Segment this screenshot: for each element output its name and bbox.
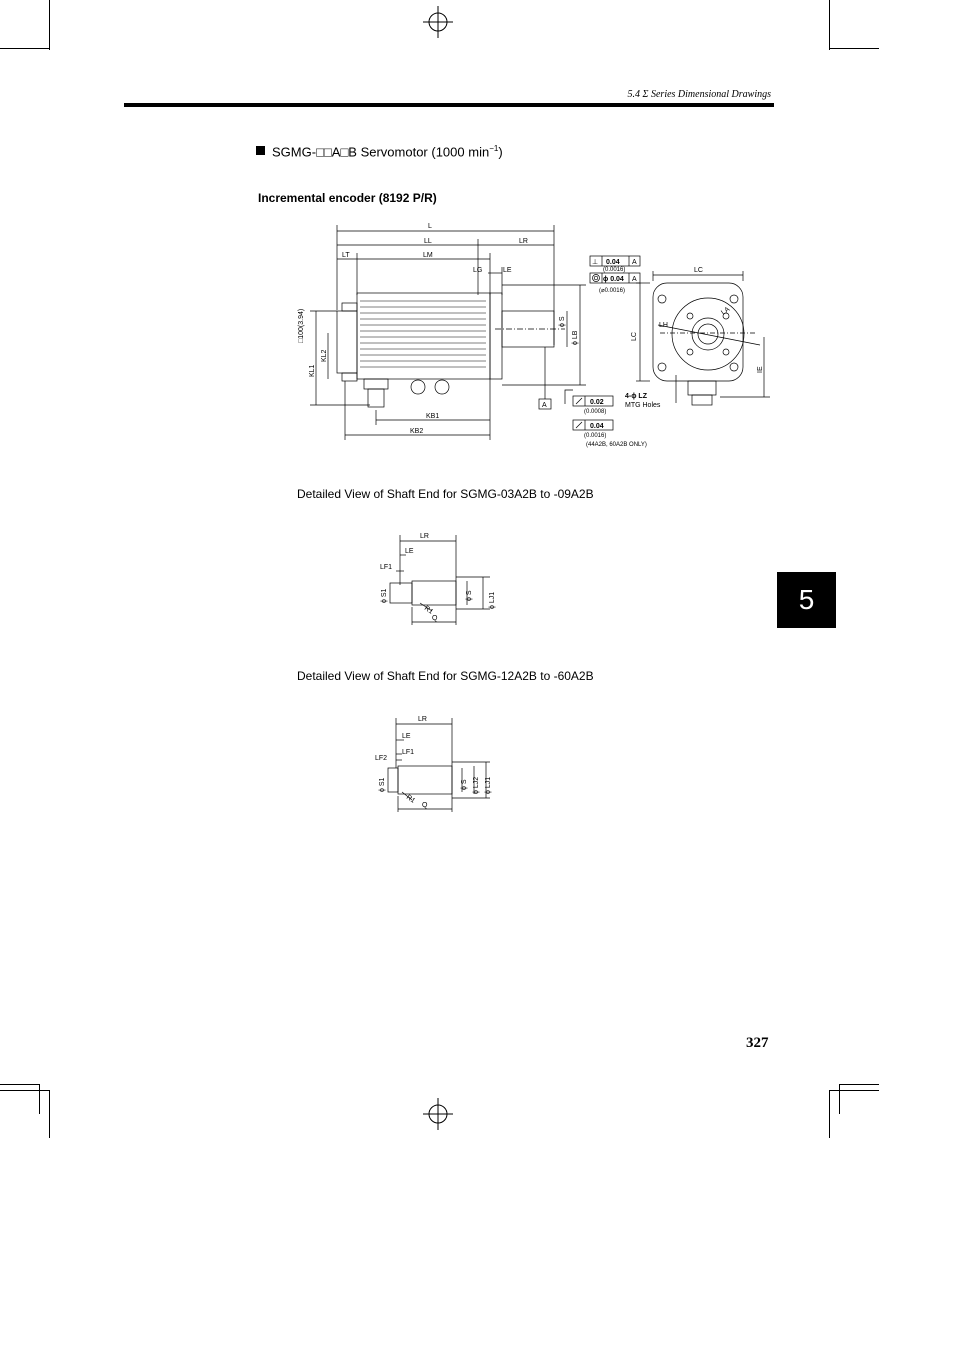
tol-conc-value: ϕ 0.04 [603, 276, 624, 283]
d2-LJ2-label: ϕ LJ2 [473, 777, 480, 794]
dim-IE-label: IE [757, 366, 764, 373]
tol-conc-inch: (⌀0.0016) [599, 288, 625, 294]
crop-mark [0, 48, 50, 49]
runout2-value: 0.04 [590, 423, 604, 430]
runout2-inch: (0.0016) [584, 433, 606, 439]
tol-perp-inch: (0.0016) [603, 267, 625, 273]
dim-L-label: L [428, 223, 432, 230]
crop-mark [829, 1090, 879, 1091]
mtg-holes-desc: MTG Holes [625, 402, 661, 409]
encoder-subheading: Incremental encoder (8192 P/R) [258, 191, 437, 205]
dim-LG-label: LG [473, 267, 482, 274]
mtg-holes-label: 4-ϕ LZ [625, 393, 648, 400]
dim-KL2-label: KL2 [321, 349, 328, 362]
dim-LC-side-label: LC [631, 332, 638, 341]
crop-mark [49, 0, 50, 50]
bullet-square-icon [256, 146, 265, 156]
d2-S1-label: ϕ S1 [379, 777, 386, 792]
dim-LB-label: ϕ LB [572, 330, 579, 345]
dim-LH-label: LH [659, 322, 668, 329]
tol-conc-datum: A [632, 276, 637, 283]
dim-LC-top-label: LC [694, 267, 703, 274]
shaft-detail-2-drawing: LR LE LF1 LF2 ϕ S1 ϕ S ϕ LJ2 ϕ LJ1 R1 Q [375, 716, 492, 812]
crop-mark [839, 1084, 840, 1114]
d1-LJ1-label: ϕ LJ1 [489, 592, 496, 609]
dim-KL1-label: KL1 [309, 364, 316, 377]
dim-LM-label: LM [423, 252, 433, 259]
flange-size-label: □100(3.94) [298, 309, 305, 343]
crop-mark [0, 1084, 40, 1085]
datum-label: A [542, 402, 547, 409]
d1-R1-label: R1 [423, 605, 434, 616]
d2-LF2-label: LF2 [375, 755, 387, 762]
page-number: 327 [746, 1035, 769, 1051]
runout1-value: 0.02 [590, 399, 604, 406]
running-header: 5.4 Σ Series Dimensional Drawings [627, 89, 771, 100]
dim-KB2-label: KB2 [410, 428, 423, 435]
d1-LR-label: LR [420, 533, 429, 540]
d1-LE-label: LE [405, 548, 414, 555]
d1-S1-label: ϕ S1 [381, 588, 388, 603]
crop-mark [829, 48, 879, 49]
header-rule [124, 103, 774, 107]
section-heading: SGMG-□□A□B Servomotor (1000 min−1) [256, 144, 503, 159]
shaft-detail-1-caption: Detailed View of Shaft End for SGMG-03A2… [297, 487, 594, 501]
d2-LF1-label: LF1 [402, 749, 414, 756]
shaft-detail-2-caption: Detailed View of Shaft End for SGMG-12A2… [297, 669, 594, 683]
d2-R1-label: R1 [405, 794, 416, 805]
crop-mark [0, 1090, 50, 1091]
crop-mark [49, 1090, 50, 1138]
crop-mark [829, 1090, 830, 1138]
main-dimensional-drawing: L LL LR LT LM LG LE □100(3.94) KL1 KL2 K… [298, 223, 770, 448]
d1-LF1-label: LF1 [380, 564, 392, 571]
dim-LE-label: LE [503, 267, 512, 274]
d2-LJ1-label: ϕ LJ1 [485, 777, 492, 794]
tol-perp-value: 0.04 [606, 259, 620, 266]
dim-LT-label: LT [342, 252, 350, 259]
registration-mark-top [423, 6, 453, 38]
dim-S-label: ϕ S [559, 316, 566, 327]
chapter-tab: 5 [777, 572, 836, 628]
dim-LL-label: LL [424, 238, 432, 245]
runout1-inch: (0.0008) [584, 409, 606, 415]
crop-mark [829, 0, 830, 50]
perpendicularity-icon: ⊥ [592, 259, 598, 266]
registration-mark-bottom [423, 1098, 453, 1130]
tol-perp-datum: A [632, 259, 637, 266]
runout2-note: (44A2B, 60A2B ONLY) [586, 442, 647, 448]
dim-LR-label: LR [519, 238, 528, 245]
dim-LA-label: LA [720, 306, 731, 317]
dim-KB1-label: KB1 [426, 413, 439, 420]
d2-Q-label: Q [422, 802, 428, 809]
d1-S-label: ϕ S [466, 590, 473, 601]
crop-mark [39, 1084, 40, 1114]
d2-LE-label: LE [402, 733, 411, 740]
d2-S-label: ϕ S [461, 779, 468, 790]
shaft-detail-1-drawing: LR LE LF1 ϕ S1 ϕ S ϕ LJ1 R1 Q [380, 533, 496, 625]
d1-Q-label: Q [432, 615, 438, 622]
d2-LR-label: LR [418, 716, 427, 723]
crop-mark [839, 1084, 879, 1085]
